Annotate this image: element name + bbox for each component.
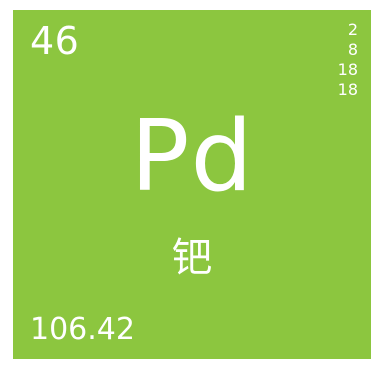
- electron-shell-2: 8: [347, 40, 358, 59]
- electron-shells: 2 8 18 18: [338, 20, 358, 100]
- element-name: 钯: [172, 235, 212, 281]
- electron-shell-3: 18: [337, 60, 358, 79]
- electron-shell-1: 2: [347, 20, 358, 39]
- element-tile: 46 2 8 18 18 Pd 钯 106.42: [13, 10, 371, 359]
- element-symbol: Pd: [130, 100, 254, 214]
- atomic-number: 46: [30, 19, 80, 63]
- atomic-mass: 106.42: [30, 312, 135, 347]
- electron-shell-4: 18: [337, 80, 358, 99]
